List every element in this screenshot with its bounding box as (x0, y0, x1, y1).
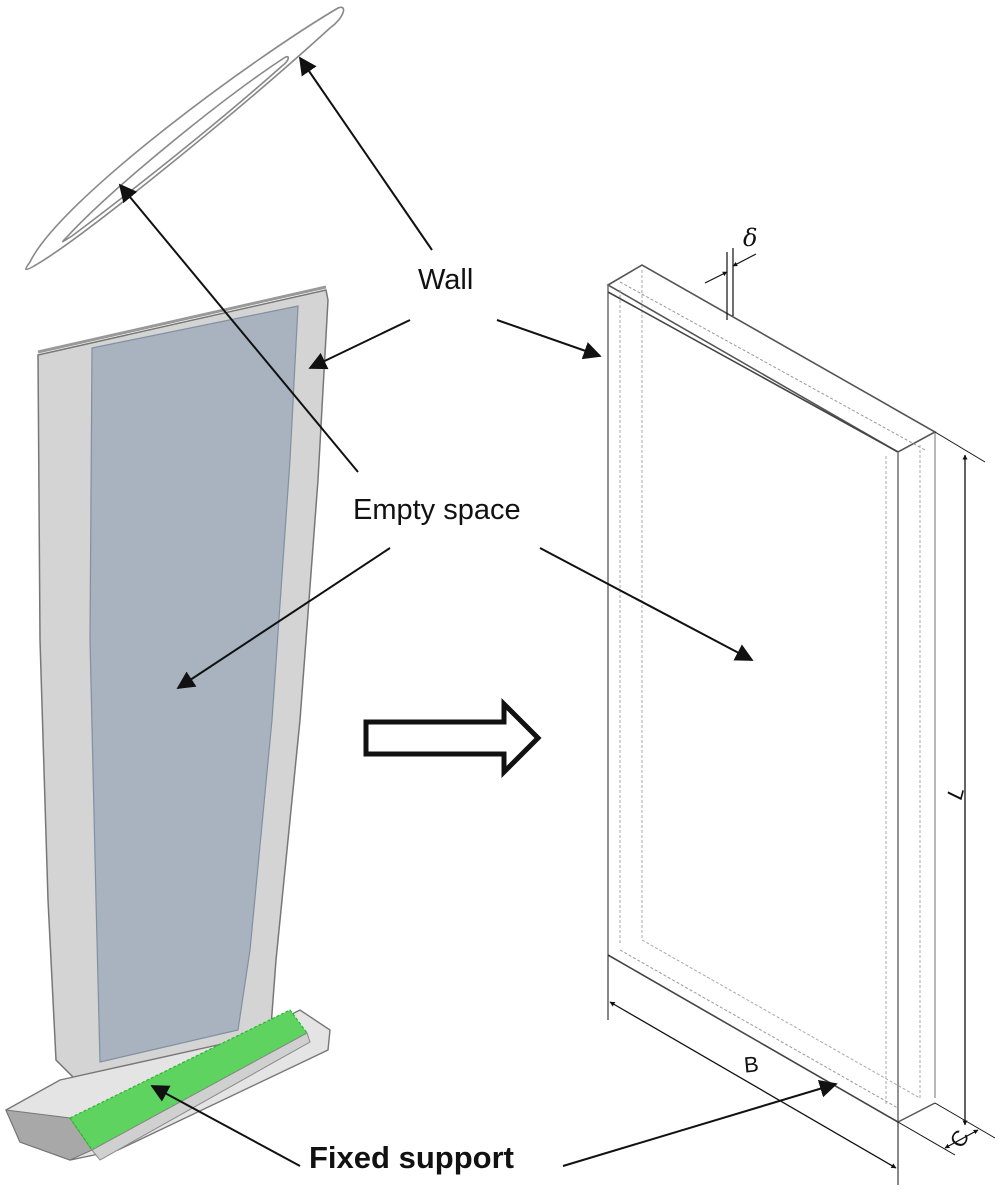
airfoil-inner-cavity (61, 55, 290, 243)
dimension-lines (607, 248, 996, 1185)
fixed-support-face (69, 1009, 308, 1151)
label-fixed-support: Fixed support (309, 1140, 514, 1175)
wall-arrow-to-airfoil (298, 56, 433, 251)
label-empty-space: Empty space (353, 494, 521, 526)
transform-arrow-icon (363, 697, 542, 779)
airfoil-section (25, 6, 345, 271)
delta-dimension-arrow-left (704, 271, 728, 284)
delta-dimension-arrow-right (732, 253, 757, 267)
airfoil-outer-wall (25, 6, 345, 271)
fixed-support-arrow-to-box (562, 1080, 838, 1167)
fixed-support-arrow-to-blade (150, 1085, 301, 1167)
wall-arrow-to-box (496, 319, 602, 360)
callout-arrows (118, 56, 838, 1167)
c-dimension-line (944, 1129, 979, 1149)
box-top-face (606, 264, 937, 453)
empty-space-arrow-to-blade (176, 547, 391, 689)
label-wall: Wall (418, 264, 474, 296)
dimension-label-delta: δ (743, 224, 758, 252)
empty-space-arrow-to-box (539, 547, 754, 661)
dimension-label-b: B (742, 1051, 760, 1078)
blade-model (5, 285, 331, 1161)
box-model (606, 264, 937, 1123)
b-dimension-line (609, 1001, 897, 1169)
wall-arrow-to-blade (308, 319, 411, 370)
empty-space-arrow-to-airfoil (118, 183, 359, 473)
blade-root-end-face (5, 1109, 93, 1161)
